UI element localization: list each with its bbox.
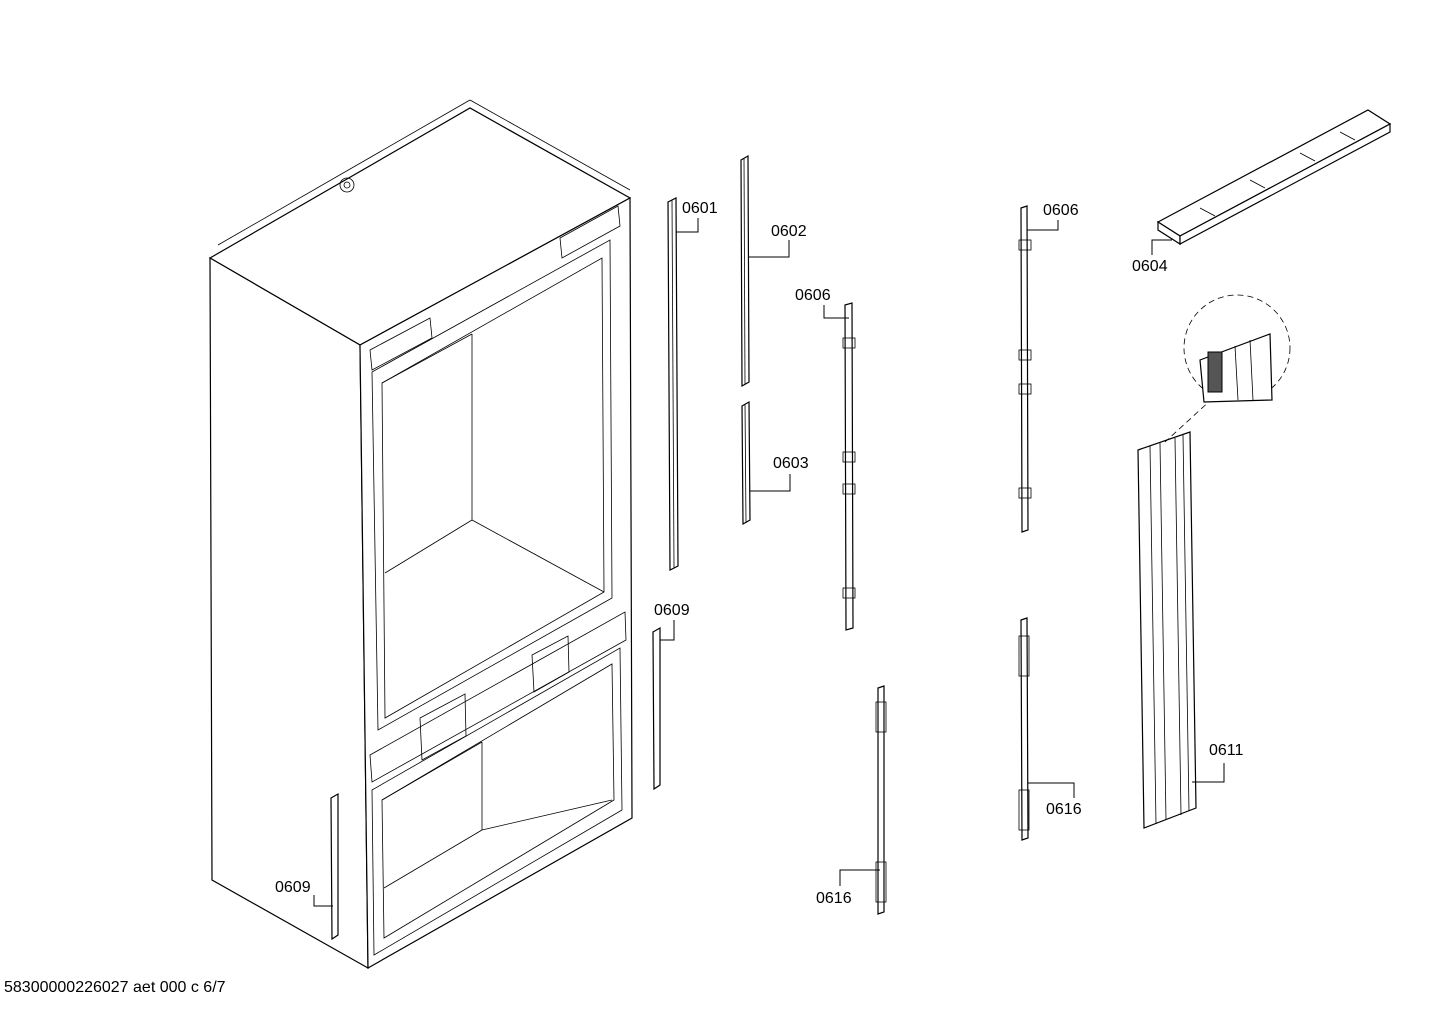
part-0609-strip-upper xyxy=(652,626,661,791)
detail-callout xyxy=(1164,294,1291,443)
leader-lines xyxy=(313,218,1225,907)
label-0606-middle: 0606 xyxy=(795,287,831,304)
exploded-parts-diagram: 0601 0602 0603 0606 0606 0604 0609 0609 … xyxy=(208,99,1392,970)
part-0616-bar-middle xyxy=(875,685,887,915)
label-0609-upper: 0609 xyxy=(654,602,690,619)
label-0604: 0604 xyxy=(1132,258,1168,275)
part-0606-bar-middle xyxy=(842,302,856,631)
label-0606-right: 0606 xyxy=(1043,202,1079,219)
part-0601-strip xyxy=(667,197,679,571)
cabinet-housing xyxy=(208,99,633,970)
part-0602-strip xyxy=(740,154,750,388)
label-0601: 0601 xyxy=(682,200,718,217)
label-0616-right: 0616 xyxy=(1046,801,1082,818)
part-0616-bar-right xyxy=(1018,617,1030,841)
part-0609-strip-lower xyxy=(330,792,339,941)
label-0602: 0602 xyxy=(771,223,807,240)
drawing-number: 58300000226027 aet 000 c 6/7 xyxy=(4,979,226,996)
label-0603: 0603 xyxy=(773,455,809,472)
label-0609-lower: 0609 xyxy=(275,879,311,896)
part-0604-rail xyxy=(1156,109,1392,246)
label-0616-middle: 0616 xyxy=(816,890,852,907)
part-0603-strip xyxy=(741,400,751,526)
part-0611-profile xyxy=(1137,431,1197,829)
label-0611: 0611 xyxy=(1209,742,1244,759)
part-0606-bar-right xyxy=(1018,205,1032,533)
